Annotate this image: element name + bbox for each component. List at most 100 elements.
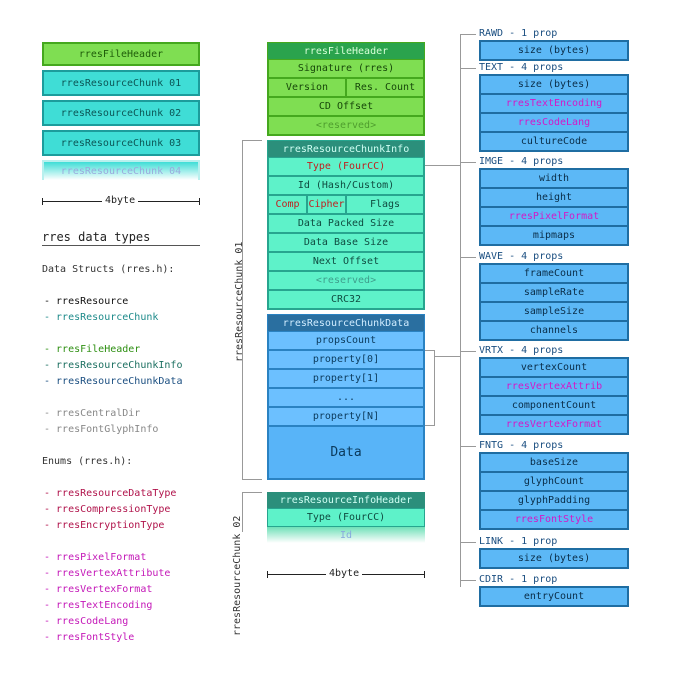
prop-item: rresVertexAttrib bbox=[480, 377, 628, 396]
enum-item: - rresCodeLang bbox=[44, 616, 129, 627]
mid-ruler-tick-start bbox=[267, 571, 268, 578]
chunk-info-crc32: CRC32 bbox=[268, 290, 424, 309]
connector-tick bbox=[460, 257, 476, 258]
enum-item: - rresFontStyle bbox=[44, 632, 135, 643]
file-header-res-count: Res. Count bbox=[346, 78, 424, 97]
mid-ruler-label: 4byte bbox=[326, 568, 363, 579]
prop-item: width bbox=[480, 169, 628, 188]
chunk-info-comp: Comp bbox=[268, 195, 307, 214]
prop-group-title: TEXT - 4 props bbox=[479, 62, 564, 73]
prop-group-box: size (bytes) bbox=[479, 548, 629, 569]
structs-heading: Data Structs (rres.h): bbox=[42, 264, 175, 275]
struct-item: - rresResourceChunk bbox=[44, 312, 159, 323]
info-header2-id: Id bbox=[267, 527, 425, 543]
file-header-signature: Signature (rres) bbox=[268, 59, 424, 78]
properties-bracket bbox=[425, 350, 435, 426]
prop-item: rresPixelFormat bbox=[480, 207, 628, 226]
connector-tick bbox=[460, 542, 476, 543]
left-ruler-tick-start bbox=[42, 198, 43, 205]
chunk-data-data: Data bbox=[268, 426, 424, 479]
left-chunk-03: rresResourceChunk 03 bbox=[42, 130, 200, 156]
prop-group-box: size (bytes) bbox=[479, 40, 629, 61]
chunk-data-props-count: propsCount bbox=[268, 331, 424, 350]
prop-item: frameCount bbox=[480, 264, 628, 283]
struct-item: - rresFileHeader bbox=[44, 344, 141, 355]
mid-ruler-tick-end bbox=[424, 571, 425, 578]
prop-item: entryCount bbox=[480, 587, 628, 606]
types-title-underline bbox=[42, 245, 200, 246]
left-chunk-04: rresResourceChunk 04 bbox=[42, 160, 200, 180]
connector-vertical bbox=[460, 34, 461, 587]
prop-item: mipmaps bbox=[480, 226, 628, 245]
chunk-info-title: rresResourceChunkInfo bbox=[268, 141, 424, 157]
prop-item: rresCodeLang bbox=[480, 113, 628, 132]
prop-item: channels bbox=[480, 321, 628, 340]
file-header-block: rresFileHeader Signature (rres) Version … bbox=[267, 42, 425, 136]
connector-tick bbox=[460, 162, 476, 163]
struct-item: - rresCentralDir bbox=[44, 408, 141, 419]
enum-item: - rresResourceDataType bbox=[44, 488, 177, 499]
connector-tick bbox=[460, 351, 476, 352]
chunk-info-block: rresResourceChunkInfo Type (FourCC) Id (… bbox=[267, 140, 425, 310]
chunk01-label: rresResourceChunk 01 bbox=[234, 241, 245, 362]
chunk-data-property-n: property[N] bbox=[268, 407, 424, 426]
chunk02-bracket bbox=[242, 492, 262, 532]
prop-item: glyphPadding bbox=[480, 491, 628, 510]
prop-item: vertexCount bbox=[480, 358, 628, 377]
struct-item: - rresResource bbox=[44, 296, 129, 307]
chunk-info-id: Id (Hash/Custom) bbox=[268, 176, 424, 195]
chunk02-label: rresResourceChunk 02 bbox=[232, 515, 243, 636]
connector-tick bbox=[460, 34, 476, 35]
prop-item: sampleSize bbox=[480, 302, 628, 321]
struct-item: - rresFontGlyphInfo bbox=[44, 424, 159, 435]
info-header2-title: rresResourceInfoHeader bbox=[267, 492, 425, 508]
left-file-header: rresFileHeader bbox=[42, 42, 200, 66]
prop-group-title: LINK - 1 prop bbox=[479, 536, 558, 547]
prop-item: height bbox=[480, 188, 628, 207]
prop-group-title: CDIR - 1 prop bbox=[479, 574, 558, 585]
chunk-data-property-1: property[1] bbox=[268, 369, 424, 388]
prop-item: glyphCount bbox=[480, 472, 628, 491]
info-header2-type: Type (FourCC) bbox=[267, 508, 425, 527]
prop-item: rresVertexFormat bbox=[480, 415, 628, 434]
left-chunk-01: rresResourceChunk 01 bbox=[42, 70, 200, 96]
prop-group-title: IMGE - 4 props bbox=[479, 156, 564, 167]
prop-group-title: FNTG - 4 props bbox=[479, 440, 564, 451]
chunk-info-packed-size: Data Packed Size bbox=[268, 214, 424, 233]
left-chunk-02: rresResourceChunk 02 bbox=[42, 100, 200, 126]
struct-item: - rresResourceChunkInfo bbox=[44, 360, 183, 371]
left-ruler-tick-end bbox=[199, 198, 200, 205]
prop-group-title: VRTX - 4 props bbox=[479, 345, 564, 356]
connector-to-info bbox=[425, 165, 460, 166]
chunk-data-title: rresResourceChunkData bbox=[268, 315, 424, 331]
chunk-info-flags: Flags bbox=[346, 195, 424, 214]
prop-item: rresFontStyle bbox=[480, 510, 628, 529]
enum-item: - rresVertexAttribute bbox=[44, 568, 171, 579]
types-title: rres data types bbox=[42, 230, 151, 244]
connector-tick bbox=[460, 68, 476, 69]
prop-item: size (bytes) bbox=[480, 75, 628, 94]
prop-group-box: entryCount bbox=[479, 586, 629, 607]
chunk01-bracket bbox=[242, 140, 262, 480]
chunk-info-next-offset: Next Offset bbox=[268, 252, 424, 271]
enum-item: - rresEncryptionType bbox=[44, 520, 165, 531]
chunk-info-reserved: <reserved> bbox=[268, 271, 424, 290]
left-ruler-label: 4byte bbox=[102, 195, 139, 206]
connector-to-props bbox=[435, 356, 460, 357]
prop-item: size (bytes) bbox=[480, 41, 628, 60]
connector-tick bbox=[460, 446, 476, 447]
chunk-info-cipher: Cipher bbox=[307, 195, 346, 214]
file-header-cd-offset: CD Offset bbox=[268, 97, 424, 116]
chunk-data-block: rresResourceChunkData propsCount propert… bbox=[267, 314, 425, 480]
prop-group-title: RAWD - 1 prop bbox=[479, 28, 558, 39]
chunk-data-property-0: property[0] bbox=[268, 350, 424, 369]
prop-item: baseSize bbox=[480, 453, 628, 472]
prop-item: rresTextEncoding bbox=[480, 94, 628, 113]
enums-heading: Enums (rres.h): bbox=[42, 456, 133, 467]
prop-group-title: WAVE - 4 props bbox=[479, 251, 564, 262]
